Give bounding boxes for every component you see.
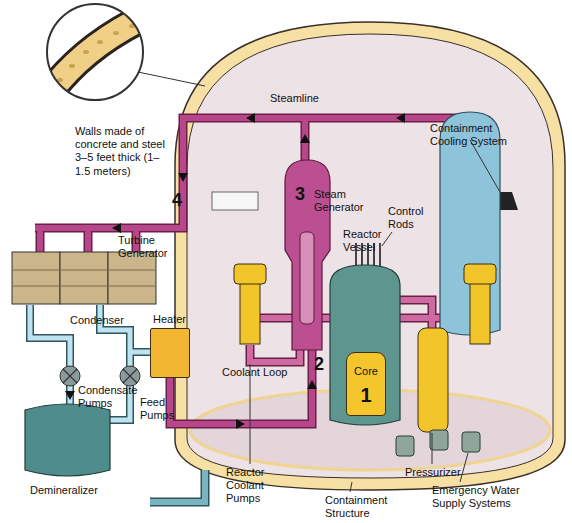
- callout-number: 4: [172, 190, 190, 212]
- part-label: Condenser: [70, 314, 140, 327]
- heater-box: Heater: [150, 328, 190, 378]
- part-label: Coolant Loop: [222, 366, 302, 379]
- part-label: Containment Cooling System: [430, 122, 515, 148]
- pump-symbol-cross: [123, 369, 137, 383]
- callout-number: 1: [347, 383, 385, 407]
- emergency-pipe-outline: [150, 470, 205, 502]
- leader-line: [250, 364, 251, 464]
- containment-interior: [187, 34, 553, 478]
- part-label: Demineralizer: [30, 484, 120, 497]
- leader-line: [432, 433, 433, 464]
- flow-arrow: [112, 223, 121, 233]
- steam-generator-tube: [300, 232, 314, 324]
- water-pipe: [30, 305, 150, 420]
- leader-line: [460, 453, 468, 482]
- aggregate: [97, 40, 103, 44]
- wall-magnifier-rim: [47, 4, 143, 100]
- part-label: Turbine Generator: [118, 234, 180, 260]
- part-label: Pressurizer: [405, 466, 475, 479]
- flow-arrow: [178, 173, 188, 182]
- part-label: Walls made of concrete and steel 3–5 fee…: [75, 125, 173, 178]
- flow-arrow: [307, 380, 317, 389]
- part-label: Condensate Pumps: [78, 384, 148, 410]
- flow-arrow: [246, 113, 255, 123]
- node-heading: Heater: [153, 313, 186, 326]
- aggregate: [113, 31, 119, 35]
- water-pipe-outline: [30, 305, 150, 420]
- turbine: [60, 252, 108, 304]
- reactor-vessel: [330, 265, 400, 425]
- reactor-core: Core 1: [346, 352, 386, 416]
- leader-line: [138, 72, 205, 86]
- coolant-pump-motor: [464, 264, 496, 284]
- coolant-pump-body: [240, 282, 260, 344]
- part-label: Steamline: [270, 92, 340, 105]
- leader-line: [382, 232, 392, 246]
- emergency-water-tank: [430, 430, 448, 450]
- aggregate: [83, 50, 89, 54]
- part-label: Containment Structure: [325, 494, 405, 520]
- turbine-detail: [12, 270, 156, 286]
- part-label: Feed Pumps: [140, 396, 180, 422]
- part-label: Control Rods: [388, 205, 433, 231]
- callout-number: 2: [314, 354, 332, 376]
- callout-number: 3: [295, 184, 313, 206]
- part-label: Reactor Coolant Pumps: [226, 466, 281, 506]
- flow-arrow: [396, 113, 405, 123]
- emergency-water-tank: [396, 436, 414, 456]
- pump-symbol: [120, 366, 140, 386]
- demineralizer-tank: [25, 404, 110, 476]
- coolant-pump-motor: [234, 264, 266, 284]
- turbine: [108, 252, 156, 304]
- pressurizer-tank: [418, 328, 448, 432]
- steamline-pipe-outline: [35, 118, 468, 255]
- part-label: Emergency Water Supply Systems: [432, 484, 544, 510]
- turbine: [12, 252, 60, 304]
- leader-line: [350, 482, 352, 492]
- pump-symbol-cross: [63, 369, 77, 383]
- part-label: Reactor Vessel: [343, 228, 393, 254]
- flow-arrow: [65, 391, 75, 400]
- pump-symbol: [60, 366, 80, 386]
- part-label: Steam Generator: [314, 188, 369, 214]
- aggregate: [69, 64, 75, 68]
- steamline-pipe: [35, 118, 468, 255]
- flow-arrow: [236, 419, 245, 429]
- cooling-duct: [212, 192, 258, 210]
- leader-line: [470, 140, 500, 192]
- flow-arrow: [300, 134, 310, 143]
- coolant-pump-body: [470, 282, 490, 344]
- node-label: Core: [347, 365, 385, 378]
- emergency-water-tank: [462, 432, 480, 452]
- emergency-pipe: [150, 470, 205, 502]
